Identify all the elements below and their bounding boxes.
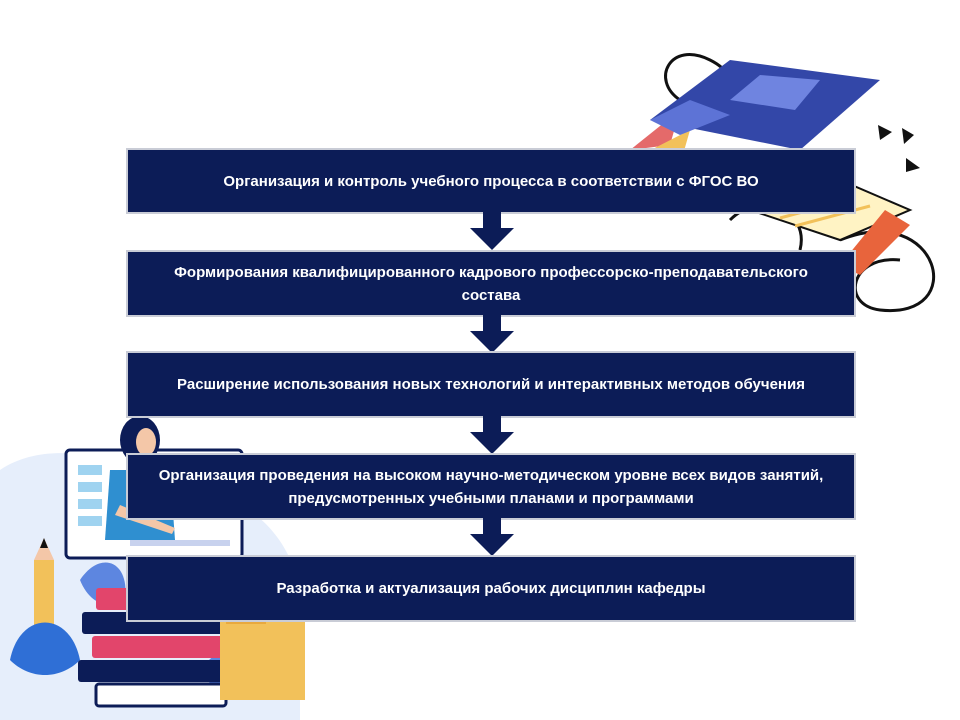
- step-5-label: Разработка и актуализация рабочих дисцип…: [276, 580, 706, 597]
- step-4-box: Организация проведения на высоком научно…: [126, 453, 856, 520]
- step-1-box: Организация и контроль учебного процесса…: [126, 148, 856, 214]
- step-5-box: Разработка и актуализация рабочих дисцип…: [126, 555, 856, 622]
- step-4-label: Организация проведения на высоком научно…: [158, 466, 824, 507]
- step-2-box: Формирования квалифицированного кадровог…: [126, 250, 856, 317]
- step-2-label: Формирования квалифицированного кадровог…: [174, 263, 808, 304]
- step-3-label: Расширение использования новых технологи…: [177, 376, 805, 393]
- down-arrow-icon: [470, 315, 514, 353]
- down-arrow-icon: [470, 518, 514, 556]
- step-1-label: Организация и контроль учебного процесса…: [223, 172, 759, 190]
- step-3-box: Расширение использования новых технологи…: [126, 351, 856, 418]
- down-arrow-icon: [470, 416, 514, 454]
- down-arrow-icon: [470, 212, 514, 250]
